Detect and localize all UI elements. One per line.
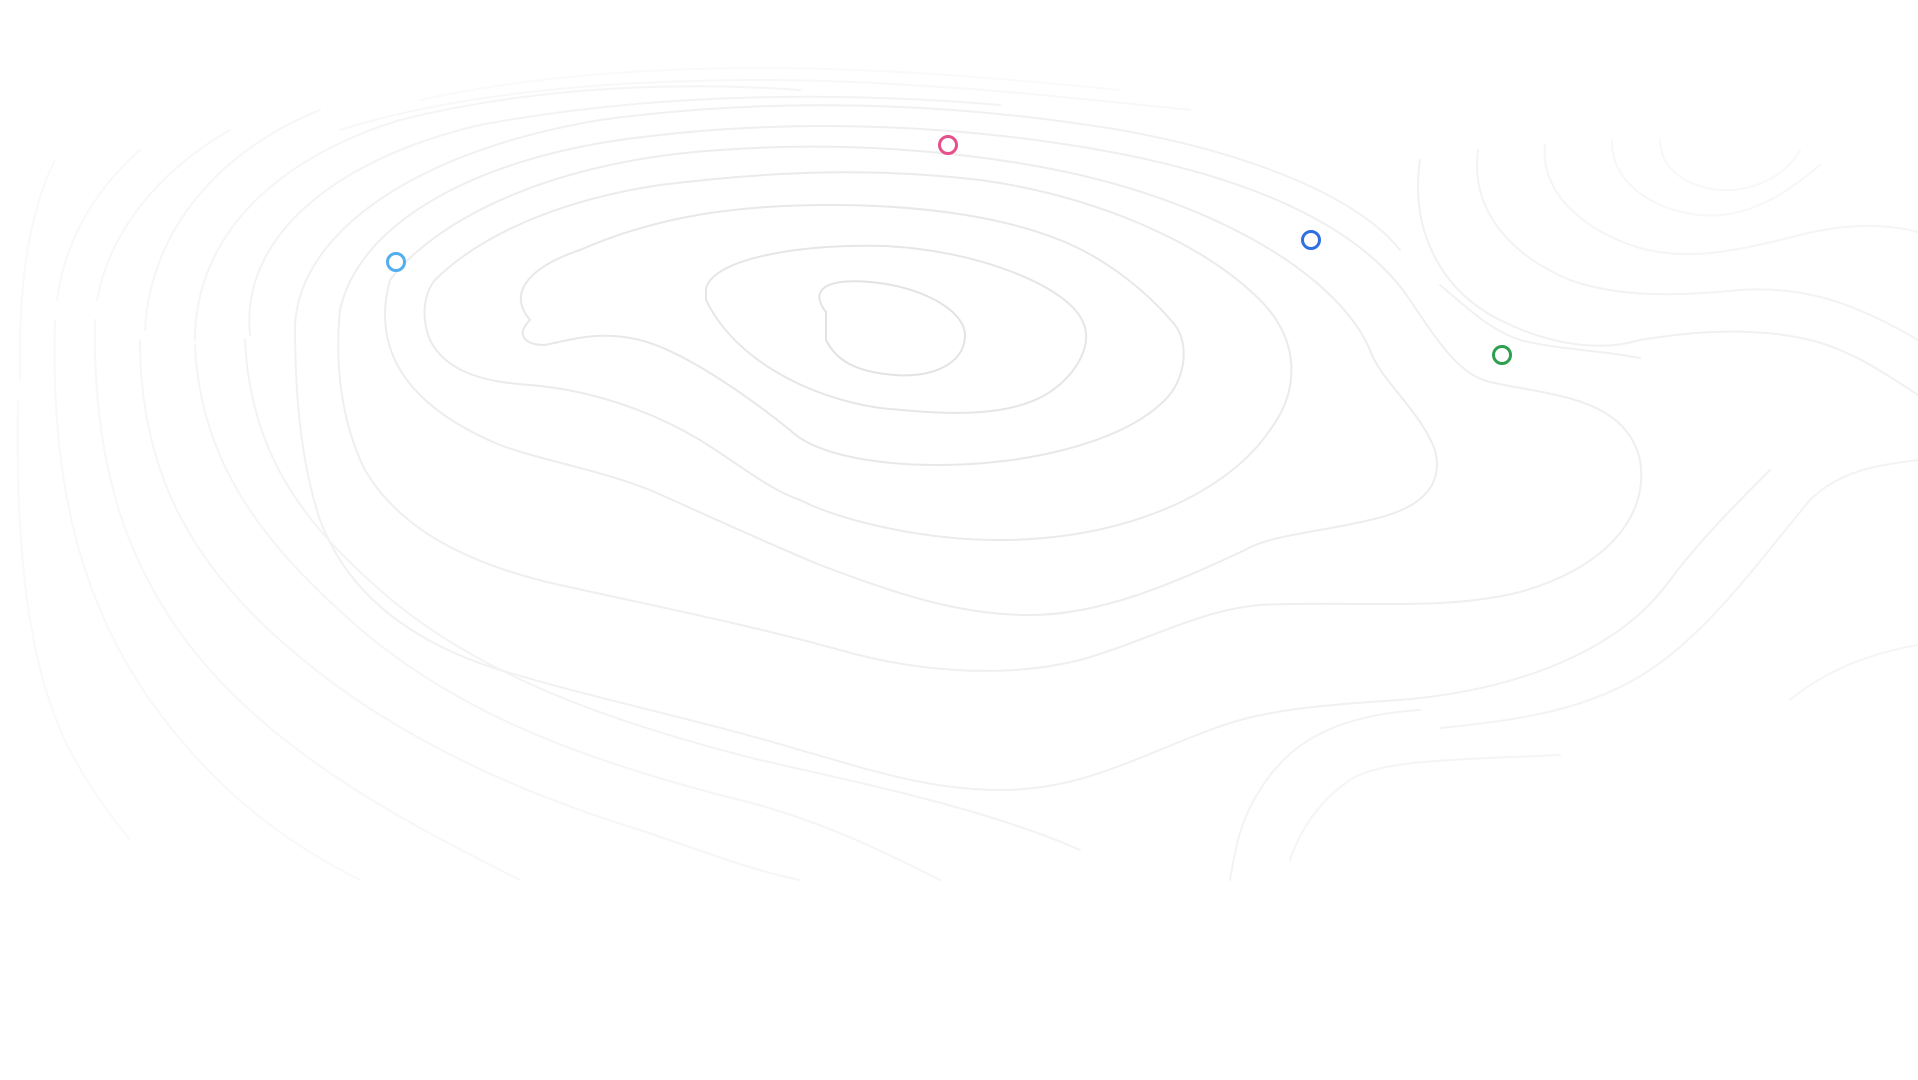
contour-line	[1417, 159, 1918, 396]
contour-line	[16, 159, 131, 841]
contour-line	[419, 67, 1121, 101]
contour-line	[1659, 139, 1801, 192]
contour-line	[1610, 139, 1821, 217]
contour-line	[423, 171, 1293, 541]
contour-line	[705, 244, 1088, 414]
contour-line	[337, 125, 1643, 672]
contour-line	[53, 149, 361, 881]
marker-blue[interactable]	[1301, 230, 1321, 250]
contour-line	[194, 85, 1918, 881]
contour-line	[339, 79, 1191, 131]
contour-line	[1476, 149, 1918, 341]
contour-line	[93, 129, 521, 881]
marker-light-blue[interactable]	[386, 252, 406, 272]
contour-line	[139, 109, 801, 881]
contour-line	[519, 204, 1185, 466]
marker-green[interactable]	[1492, 345, 1512, 365]
contour-line	[384, 145, 1438, 616]
contour-line	[294, 104, 1771, 791]
marker-pink[interactable]	[938, 135, 958, 155]
contour-line	[818, 280, 966, 377]
contour-line	[244, 95, 1918, 881]
contour-line	[1543, 144, 1918, 256]
